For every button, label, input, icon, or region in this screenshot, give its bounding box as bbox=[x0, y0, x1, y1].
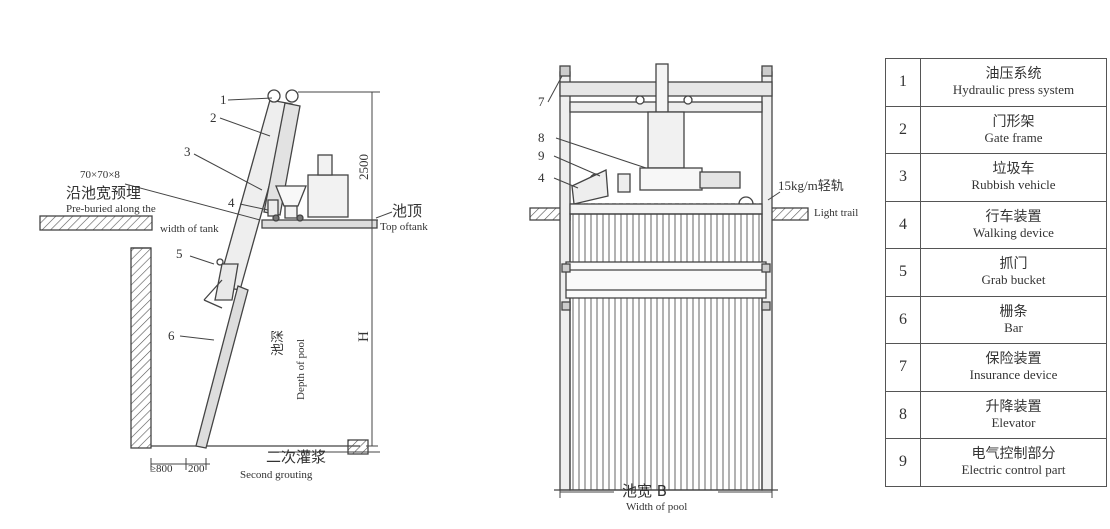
top-zh: 池顶 bbox=[392, 202, 422, 220]
legend-number: 4 bbox=[885, 200, 921, 249]
ground-slab-left bbox=[39, 215, 153, 231]
legend-en: Rubbish vehicle bbox=[971, 177, 1056, 193]
height-dim: 2500 bbox=[356, 154, 371, 180]
legend-number: 2 bbox=[885, 105, 921, 154]
depth-zh: 池深 bbox=[271, 330, 286, 356]
rail-label: 15kg/m轻轨 bbox=[778, 178, 844, 193]
callout-5: 5 bbox=[176, 246, 183, 261]
elevator-column bbox=[647, 111, 685, 169]
angle-spec: 70×70×8 bbox=[80, 169, 120, 181]
callout-3: 3 bbox=[184, 144, 191, 159]
side-view-dimensions bbox=[124, 91, 393, 470]
legend-en: Insurance device bbox=[969, 367, 1058, 383]
callout-6: 6 bbox=[168, 328, 175, 343]
legend-zh: 栅条 bbox=[999, 303, 1028, 320]
callout-2: 2 bbox=[210, 110, 217, 125]
width-zh: 池宽 B bbox=[622, 482, 667, 500]
rail-beam bbox=[569, 203, 763, 215]
callout-9: 9 bbox=[538, 148, 545, 163]
legend-en: Bar bbox=[1004, 319, 1023, 335]
rubbish-vehicle bbox=[307, 174, 349, 218]
grab-bucket bbox=[214, 263, 239, 301]
embed-en-2: width of tank bbox=[160, 223, 219, 235]
legend-zh: 油压系统 bbox=[985, 66, 1042, 83]
insurance-device bbox=[559, 65, 571, 77]
legend-en: Hydraulic press system bbox=[952, 82, 1075, 98]
dim-200: 200 bbox=[188, 463, 205, 475]
h-label: H bbox=[356, 331, 372, 342]
embed-zh: 沿池宽预埋 bbox=[66, 184, 141, 202]
legend-zh: 保险装置 bbox=[985, 351, 1042, 368]
grab-crossbeam bbox=[565, 261, 767, 299]
legend-number: 6 bbox=[885, 295, 921, 344]
trolley-beam bbox=[639, 167, 703, 191]
legend-zh: 门形架 bbox=[992, 113, 1035, 130]
dim-800: ≥800 bbox=[150, 463, 173, 475]
gate-frame-inner bbox=[263, 102, 301, 216]
depth-en: Depth of pool bbox=[295, 339, 307, 400]
front-view bbox=[529, 63, 809, 491]
insurance-device bbox=[761, 65, 773, 77]
legend-en: Grab bucket bbox=[981, 272, 1046, 288]
legend-en: Gate frame bbox=[984, 129, 1043, 145]
legend-number: 5 bbox=[885, 248, 921, 297]
front-view-dimensions bbox=[547, 75, 781, 498]
walking-device bbox=[571, 169, 609, 205]
callout-4: 4 bbox=[228, 195, 235, 210]
legend-zh: 垃圾车 bbox=[992, 161, 1035, 178]
grout-en: Second grouting bbox=[240, 469, 313, 481]
legend-en: Walking device bbox=[973, 224, 1054, 240]
pulley-icon bbox=[285, 89, 299, 103]
legend-zh: 电气控制部分 bbox=[971, 446, 1056, 463]
rail-en: Light trail bbox=[814, 207, 858, 219]
legend-number: 9 bbox=[885, 438, 921, 487]
top-en: Top oftank bbox=[380, 221, 428, 233]
callout-1: 1 bbox=[220, 92, 227, 107]
side-view bbox=[39, 89, 378, 455]
legend-number: 1 bbox=[885, 58, 921, 107]
legend-number: 8 bbox=[885, 390, 921, 439]
hopper bbox=[275, 185, 307, 207]
callout-8: 8 bbox=[538, 130, 545, 145]
legend-zh: 升降装置 bbox=[985, 398, 1042, 415]
pit-floor-block bbox=[347, 439, 369, 455]
pulley-icon bbox=[267, 89, 281, 103]
callout-4-front: 4 bbox=[538, 170, 545, 185]
hydraulic-cylinder bbox=[655, 63, 669, 113]
ground-slab-right bbox=[767, 207, 809, 221]
pit-left-wall bbox=[130, 247, 152, 449]
bar-rack bbox=[569, 213, 763, 491]
legend-zh: 抓门 bbox=[999, 256, 1028, 273]
legend-en: Elevator bbox=[991, 414, 1036, 430]
legend-zh: 行车装置 bbox=[985, 208, 1042, 225]
bar-rack-side bbox=[195, 285, 249, 449]
embed-en-1: Pre-buried along the bbox=[66, 203, 156, 215]
grout-zh: 二次灌浆 bbox=[266, 448, 326, 466]
legend-number: 3 bbox=[885, 153, 921, 202]
width-en: Width of pool bbox=[626, 501, 687, 513]
top-slab bbox=[261, 219, 378, 229]
callout-7: 7 bbox=[538, 94, 545, 109]
legend-en: Electric control part bbox=[961, 462, 1066, 478]
legend-number: 7 bbox=[885, 343, 921, 392]
